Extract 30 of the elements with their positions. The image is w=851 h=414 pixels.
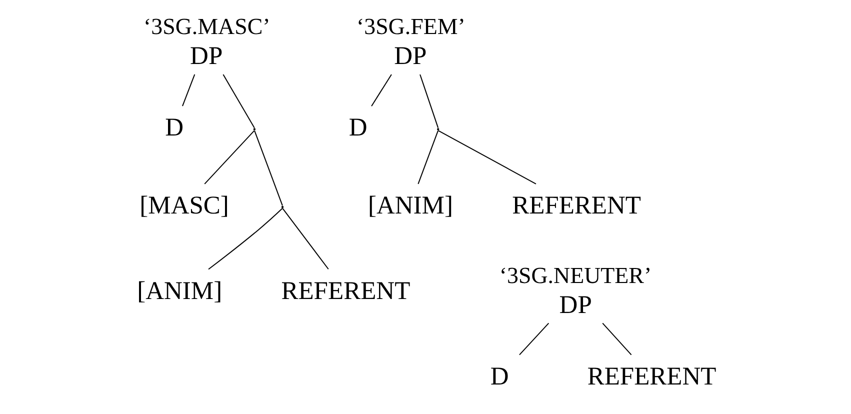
connector <box>370 74 392 106</box>
node-point <box>436 128 439 130</box>
connector <box>208 208 282 270</box>
node-text: REFERENT <box>586 361 716 390</box>
node-text: DP <box>394 41 426 70</box>
connector <box>222 74 254 128</box>
node-text: [ANIM] <box>136 276 222 305</box>
connector <box>254 130 282 206</box>
node-label: ‘3SG.FEM’ <box>356 14 465 40</box>
node-text: REFERENT <box>280 276 410 305</box>
node-point <box>280 206 284 208</box>
node-text: D <box>348 112 367 142</box>
node-text: REFERENT <box>512 190 641 220</box>
node-text: [ANIM] <box>367 190 452 220</box>
node-text: DP <box>558 290 592 319</box>
node-text: [MASC] <box>139 190 228 220</box>
node-point <box>252 128 256 130</box>
connector <box>204 130 254 184</box>
node-text: D <box>490 361 508 390</box>
connector <box>437 130 536 184</box>
connector <box>282 208 328 270</box>
connector <box>417 130 438 184</box>
connector <box>182 74 195 106</box>
connector <box>419 74 438 128</box>
connector <box>602 322 632 356</box>
connector <box>518 322 549 356</box>
node-label: ‘3SG.NEUTER’ <box>498 262 652 288</box>
node-text: D <box>164 112 184 142</box>
node-label: ‘3SG.MASC’ <box>142 14 270 40</box>
node-text: DP <box>190 41 222 70</box>
